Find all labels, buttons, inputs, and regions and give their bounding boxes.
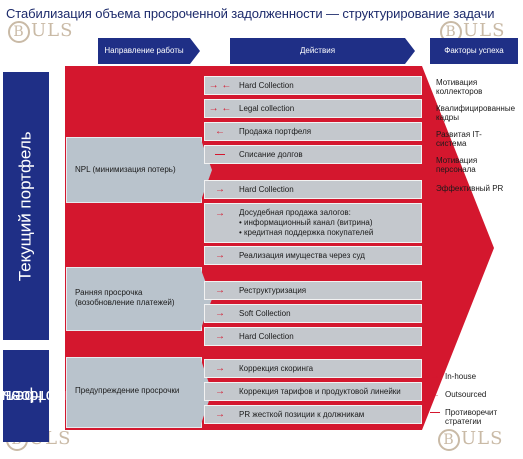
factor-effective-pr: Эффективный PR (436, 184, 504, 193)
in-out-icon: → ← (208, 103, 232, 114)
legend-contradicts: —Противоречит стратегии (425, 407, 505, 427)
outsourced-icon: ← (215, 126, 225, 137)
action-legal-collection: → ←Legal collection (204, 99, 422, 118)
action-soft-collection: →Soft Collection (204, 304, 422, 323)
in-out-icon: → ← (208, 80, 232, 91)
action-pr-position: →PR жесткой позиции к должникам (204, 405, 422, 424)
legend-outsourced: ←Outsourced (425, 389, 486, 400)
factor-staff-motivation: Мотивация персонала (436, 156, 478, 175)
action-court-sale: →Реализация имущества через суд (204, 246, 422, 265)
factor-qualified-staff: Квалифицированные кадры (436, 104, 516, 123)
in-house-icon: → (215, 363, 225, 374)
direction-prevention: Предупреждение просрочки (66, 357, 202, 428)
header-actions: Действия (230, 38, 415, 64)
action-tariff-correction: →Коррекция тарифов и продуктовой линейки (204, 382, 422, 401)
action-debt-writeoff: —Списание долгов (204, 145, 422, 164)
in-house-icon: → (215, 386, 225, 397)
in-house-icon: → (215, 409, 225, 420)
action-hard-collection-2: →Hard Collection (204, 180, 422, 199)
in-house-icon: → (215, 331, 225, 342)
direction-early: Ранняя просрочка (возобновление платежей… (66, 267, 202, 331)
in-house-icon: → (215, 308, 225, 319)
section-current-portfolio: Текущий портфель (3, 72, 49, 340)
action-pretrial-sale: → Досудебная продажа залогов:• информаци… (204, 203, 422, 243)
in-house-icon: → (215, 208, 225, 219)
factor-it-system: Развитая IT-система (436, 130, 482, 149)
in-house-icon: → (215, 250, 225, 261)
header-factors: Факторы успеха (430, 38, 518, 64)
contradicts-icon: — (430, 407, 440, 418)
section-new-portfolio: Новыйпортфель (0, 350, 74, 442)
direction-npl: NPL (минимизация потерь) (66, 137, 202, 203)
factor-collector-motivation: Мотивация коллекторов (436, 78, 483, 97)
action-hard-collection-3: →Hard Collection (204, 327, 422, 346)
contradicts-icon: — (215, 149, 225, 160)
action-portfolio-sale: ←Продажа портфеля (204, 122, 422, 141)
action-hard-collection-1: → ←Hard Collection (204, 76, 422, 95)
in-house-icon: → (215, 285, 225, 296)
legend-in-house: →In-house (425, 371, 476, 382)
outsourced-icon: ← (430, 389, 440, 400)
action-scoring-correction: →Коррекция скоринга (204, 359, 422, 378)
header-direction: Направление работы (98, 38, 200, 64)
page-title: Стабилизация объема просроченной задолже… (6, 6, 495, 21)
action-restructuring: →Реструктуризация (204, 281, 422, 300)
in-house-icon: → (215, 184, 225, 195)
in-house-icon: → (430, 371, 440, 382)
